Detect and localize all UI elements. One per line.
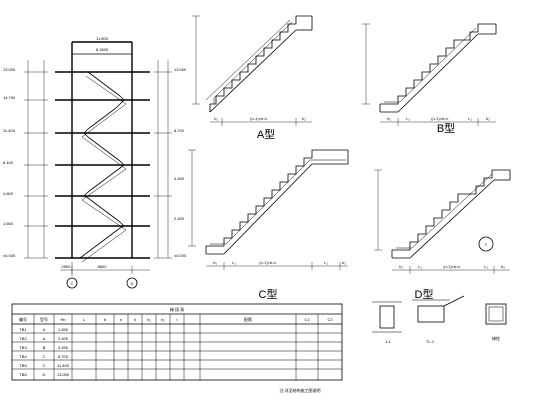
th-10: 配筋 bbox=[244, 316, 252, 322]
section-mid-dim: 8.1800 bbox=[96, 47, 109, 52]
callout-label: Y bbox=[485, 242, 488, 247]
detail-c-l2: L₂ bbox=[324, 260, 328, 265]
row4-type: C bbox=[43, 363, 46, 368]
detail-b-l1: L₁ bbox=[406, 116, 410, 121]
row0-hb: 1.650 bbox=[58, 327, 69, 332]
th-11: C1 bbox=[304, 317, 310, 322]
detail-b-stair bbox=[362, 23, 497, 126]
detail-b-label: B型 bbox=[437, 121, 455, 135]
th-2: Hb bbox=[60, 317, 66, 322]
level-left-5: 1.650 bbox=[3, 221, 14, 226]
row4-id: TB5 bbox=[19, 363, 27, 368]
th-0: 编号 bbox=[19, 316, 27, 322]
row2-hb: 4.450 bbox=[58, 345, 69, 350]
table-title: 梯 段 表 bbox=[170, 306, 184, 312]
row1-id: TB2 bbox=[19, 336, 27, 341]
level-left-6: ±0.000 bbox=[3, 253, 16, 258]
row5-id: TB6 bbox=[19, 372, 27, 377]
beam-detail bbox=[372, 295, 465, 333]
level-right-1: 8.700 bbox=[174, 128, 185, 133]
axis-label-c: C bbox=[71, 281, 74, 286]
th-1: 型号 bbox=[40, 316, 48, 322]
detail-c-b1: b₁ bbox=[213, 260, 217, 265]
detail-c-stair bbox=[188, 149, 349, 270]
level-right-4: ±0.000 bbox=[174, 253, 187, 258]
detail-b-l2: L₂ bbox=[468, 116, 472, 121]
row3-type: C bbox=[43, 354, 46, 359]
beam-label: TL-1 bbox=[426, 339, 435, 344]
detail-d-b1: b₁ bbox=[399, 264, 403, 269]
row1-hb: 2.400 bbox=[58, 336, 69, 341]
row2-type: B bbox=[43, 345, 46, 350]
axis-bubble-d bbox=[126, 277, 138, 289]
th-3: L bbox=[83, 317, 86, 322]
detail-c-l1: L₁ bbox=[232, 260, 236, 265]
row1-type: A bbox=[43, 336, 46, 341]
th-9: t bbox=[176, 317, 178, 322]
row0-id: TB1 bbox=[19, 327, 27, 332]
callout-bubble bbox=[478, 236, 494, 252]
row5-type: D bbox=[43, 372, 46, 377]
column-label: 梯柱 bbox=[492, 335, 500, 341]
detail-c-b2: b₂ bbox=[342, 260, 346, 265]
axis-bubble-c bbox=[66, 277, 78, 289]
axis-label-d: D bbox=[131, 281, 134, 286]
detail-d-l1: L₁ bbox=[418, 264, 422, 269]
th-12: C2 bbox=[327, 317, 333, 322]
row0-type: A bbox=[43, 327, 46, 332]
detail-b-b2: b₂ bbox=[486, 116, 490, 121]
th-6: h bbox=[134, 317, 136, 322]
bottom-dim-0: 2500 bbox=[62, 264, 72, 269]
level-left-4: 4.800 bbox=[3, 191, 14, 196]
section-top-dim: 11.500 bbox=[96, 36, 109, 41]
row5-hb: 13.000 bbox=[57, 372, 70, 377]
detail-a-b2: b₂ bbox=[302, 116, 306, 121]
detail-d-l2: L₂ bbox=[484, 264, 488, 269]
bottom-dim-1: 8600 bbox=[98, 264, 108, 269]
detail-d-label: D型 bbox=[415, 287, 434, 301]
detail-b-span: (n-1)×b=L bbox=[431, 116, 449, 121]
row3-hb: 8.700 bbox=[58, 354, 69, 359]
detail-a-b1: b₁ bbox=[214, 116, 218, 121]
row4-hb: 11.400 bbox=[57, 363, 70, 368]
column-detail bbox=[485, 303, 507, 325]
section-mark-label: 1-1 bbox=[385, 339, 392, 344]
detail-a-stair bbox=[192, 15, 313, 126]
level-right-3: 2.400 bbox=[174, 216, 185, 221]
detail-d-stair bbox=[374, 169, 511, 274]
level-right-2: 4.450 bbox=[174, 176, 185, 181]
level-left-2: 11.400 bbox=[3, 128, 16, 133]
building-section bbox=[24, 41, 172, 289]
detail-a-label: A型 bbox=[257, 127, 275, 141]
detail-d-span: (n-1)×b=L bbox=[443, 264, 461, 269]
stair-schedule-table bbox=[11, 303, 343, 381]
level-right-0: 13.000 bbox=[174, 67, 187, 72]
row3-id: TB4 bbox=[19, 354, 27, 359]
detail-b-b1: b₁ bbox=[387, 116, 391, 121]
th-5: n bbox=[120, 317, 122, 322]
level-left-3: 8.100 bbox=[3, 160, 14, 165]
footer-note: 注:详见结构施工图说明 bbox=[279, 387, 320, 393]
detail-a-span: (n-1)×b=L bbox=[250, 116, 268, 121]
level-left-0: 13.000 bbox=[3, 67, 16, 72]
th-8: b₂ bbox=[161, 317, 165, 322]
detail-c-label: C型 bbox=[259, 287, 278, 301]
th-4: b bbox=[104, 317, 107, 322]
level-left-1: 14.700 bbox=[3, 95, 16, 100]
detail-d-b2: b₂ bbox=[501, 264, 505, 269]
detail-c-span: (n-1)×b=L bbox=[259, 260, 277, 265]
th-7: b₁ bbox=[147, 317, 151, 322]
row2-id: TB3 bbox=[19, 345, 27, 350]
